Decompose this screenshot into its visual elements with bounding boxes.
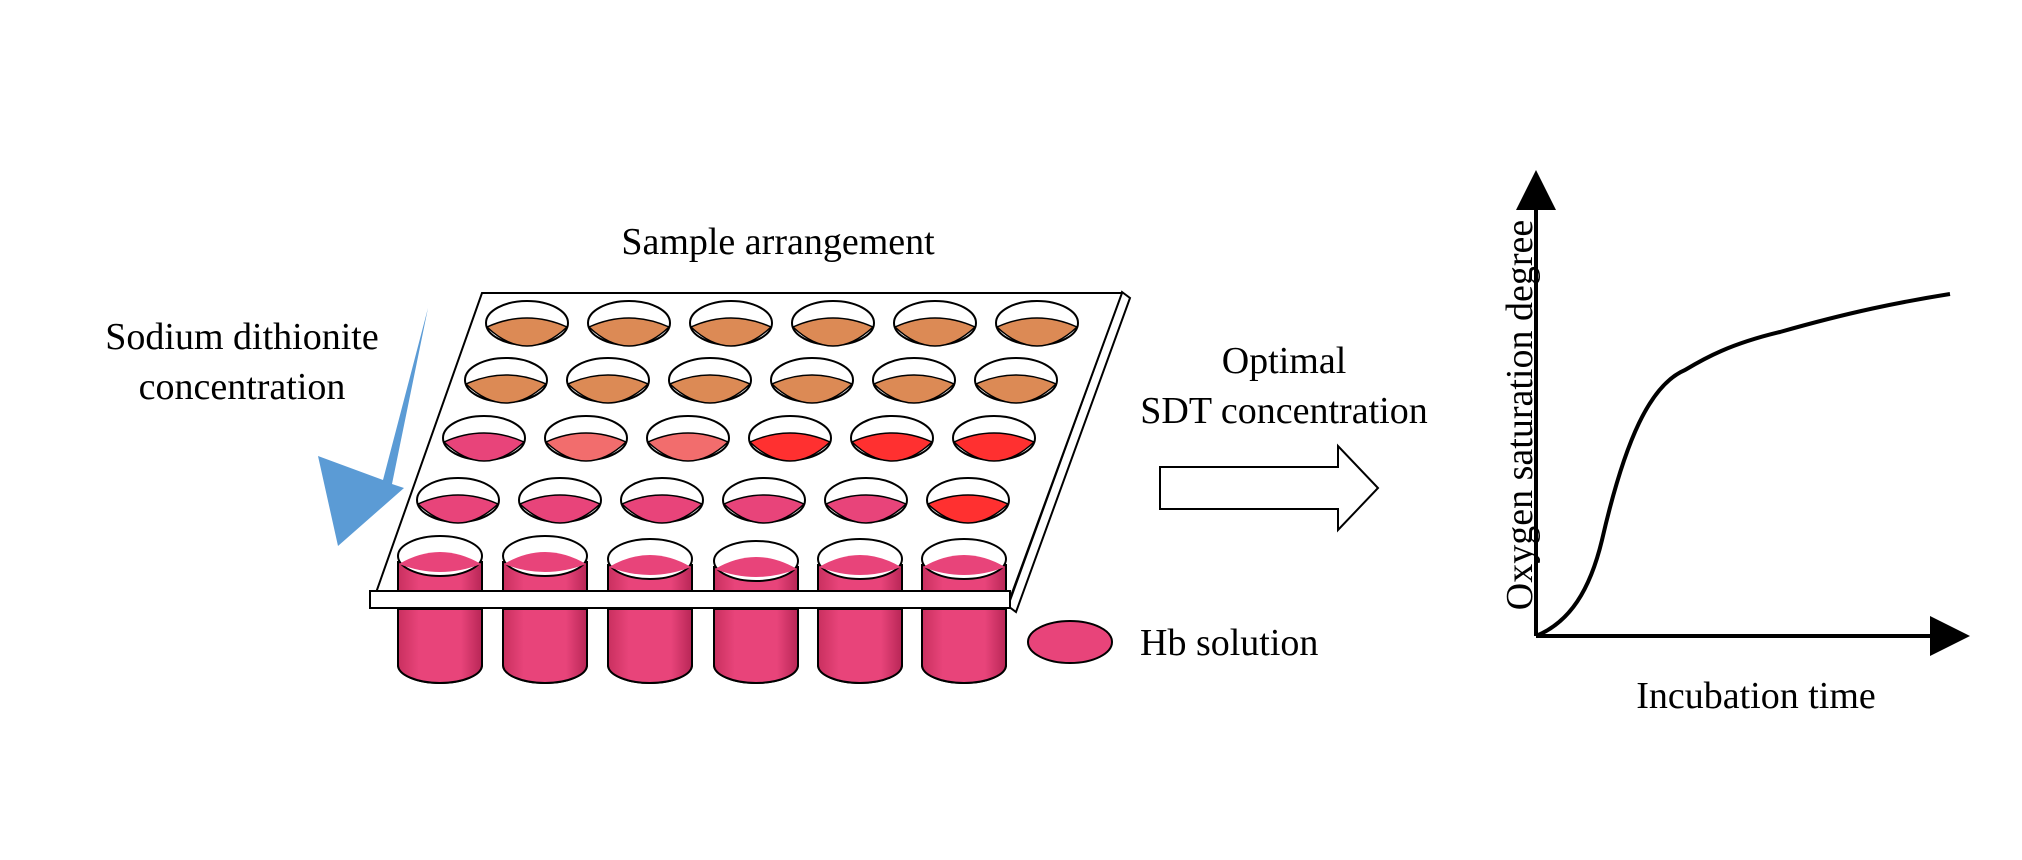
well-r3-c3	[646, 415, 730, 462]
well-r1-c2	[587, 300, 671, 347]
well-r2-c6	[974, 357, 1058, 404]
hb-tube-front-3	[607, 608, 693, 684]
hb-solution-swatch	[1027, 620, 1113, 664]
y-axis-label: Oxygen saturation degree	[1499, 220, 1541, 610]
plate-front-strip	[369, 590, 1011, 609]
well-r1-c5	[893, 300, 977, 347]
well-r3-c5	[850, 415, 934, 462]
hb-tube-front-5	[817, 608, 903, 684]
well-r2-c2	[566, 357, 650, 404]
well-r4-c6	[926, 477, 1010, 524]
well-r4-c4	[722, 477, 806, 524]
hb-tube-front-6	[921, 608, 1007, 684]
well-r2-c3	[668, 357, 752, 404]
well-r4-c1	[416, 477, 500, 524]
sample-arrangement-title: Sample arrangement	[621, 221, 935, 263]
concentration-arrow-icon	[318, 308, 428, 546]
well-r3-c2	[544, 415, 628, 462]
well-r4-c5	[824, 477, 908, 524]
well-r3-c1	[442, 415, 526, 462]
reagent-label-line1: Sodium dithionite	[105, 316, 378, 358]
well-grid	[416, 300, 1079, 524]
optimal-label-line1: Optimal	[1222, 340, 1347, 382]
well-r4-c3	[620, 477, 704, 524]
hb-tube-front-4	[713, 608, 799, 684]
hb-tube-front-2	[502, 608, 588, 684]
x-axis-label: Incubation time	[1636, 675, 1876, 717]
well-r3-c4	[748, 415, 832, 462]
hb-solution-label: Hb solution	[1140, 622, 1318, 664]
reagent-label-line2: concentration	[139, 366, 346, 408]
saturation-curve	[1535, 292, 1951, 638]
well-r2-c1	[464, 357, 548, 404]
well-r1-c4	[791, 300, 875, 347]
hb-tube-front-1	[397, 608, 483, 684]
well-r2-c5	[872, 357, 956, 404]
well-r1-c3	[689, 300, 773, 347]
well-r1-c6	[995, 300, 1079, 347]
tube-row-front	[397, 608, 1007, 684]
well-r3-c6	[952, 415, 1036, 462]
well-r4-c2	[518, 477, 602, 524]
optimal-label-line2: SDT concentration	[1140, 390, 1427, 432]
result-arrow-icon	[1159, 443, 1380, 533]
well-r2-c4	[770, 357, 854, 404]
well-r1-c1	[485, 300, 569, 347]
